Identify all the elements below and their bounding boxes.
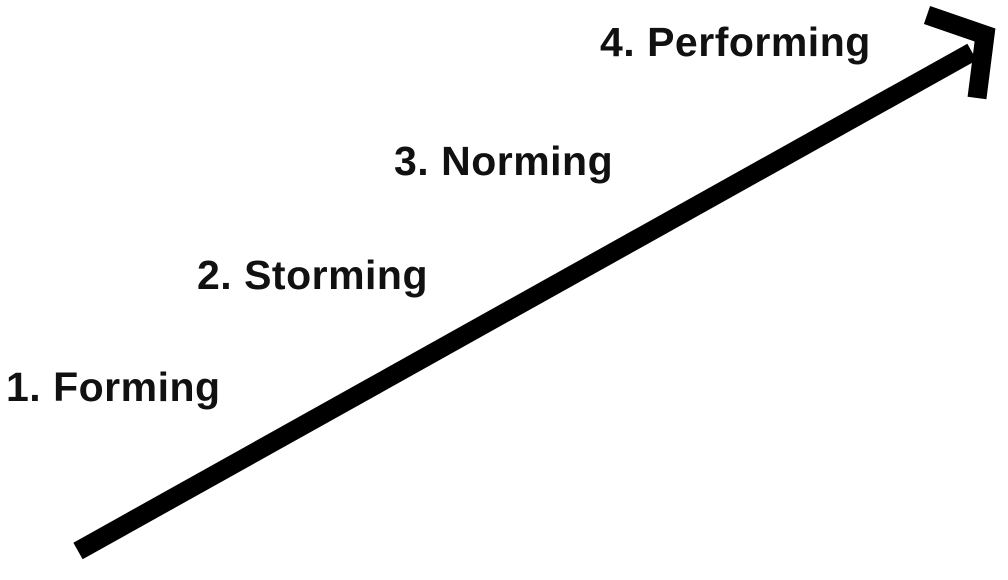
stage-label-forming: 1. Forming	[6, 364, 221, 410]
stage-label-norming: 3. Norming	[394, 138, 613, 184]
stage-label-performing: 4. Performing	[600, 19, 871, 65]
progression-arrow-shaft	[73, 43, 977, 560]
progression-arrow-head	[923, 6, 996, 100]
stage-label-storming: 2. Storming	[197, 252, 428, 298]
